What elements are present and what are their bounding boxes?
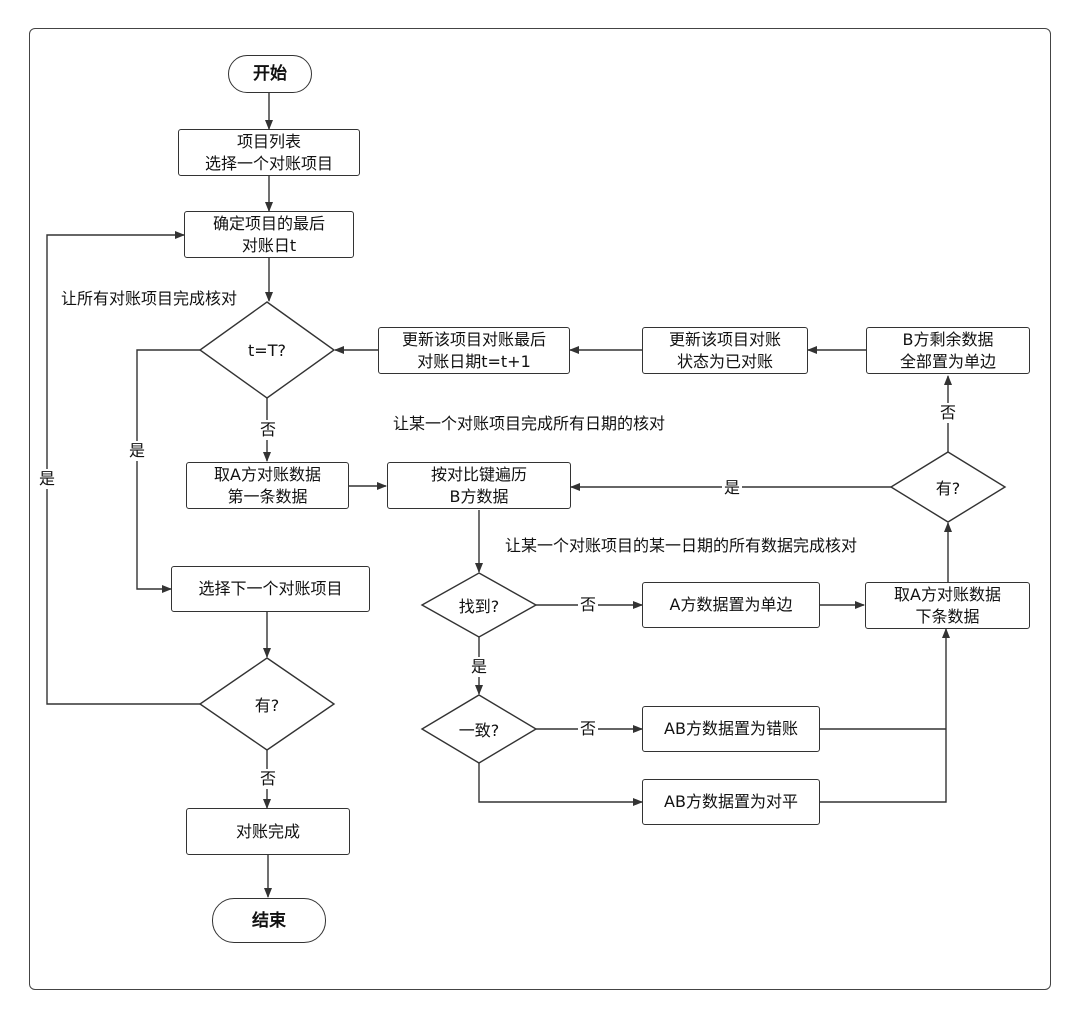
label-yes-has-next: 是 xyxy=(722,478,743,498)
a-single-box: A方数据置为单边 xyxy=(642,582,820,628)
edge-consistent-to-abbalanced xyxy=(478,763,643,806)
ab-error-box: AB方数据置为错账 xyxy=(642,706,820,752)
decision-t-eq-T-label: t=T? xyxy=(248,340,286,360)
take-a-next-box: 取A方对账数据 下条数据 xyxy=(865,582,1030,629)
reconcile-done-box: 对账完成 xyxy=(186,808,350,855)
edge-abbalanced-to-takenext xyxy=(820,628,950,803)
decision-has-project-label: 有? xyxy=(254,696,280,715)
label-no-has-next: 否 xyxy=(938,403,959,423)
decision-found-label: 找到? xyxy=(458,597,500,616)
label-no-consistent: 否 xyxy=(578,719,599,739)
label-no-has-project: 否 xyxy=(258,769,279,789)
note-all-projects: 让所有对账项目完成核对 xyxy=(61,289,238,308)
edge-decision-yes-to-next-project xyxy=(136,349,200,593)
decision-consistent-label: 一致? xyxy=(458,721,500,740)
ab-balanced-box: AB方数据置为对平 xyxy=(642,779,820,825)
label-no-tT: 否 xyxy=(258,420,279,440)
project-list-box: 项目列表 选择一个对账项目 xyxy=(178,129,360,176)
take-a-first-box: 取A方对账数据 第一条数据 xyxy=(186,462,349,509)
update-last-date-box: 更新该项目对账最后 对账日期t=t+1 xyxy=(378,327,570,374)
start-terminal: 开始 xyxy=(228,55,312,93)
select-next-project-box: 选择下一个对账项目 xyxy=(171,566,370,612)
note-all-data: 让某一个对账项目的某一日期的所有数据完成核对 xyxy=(505,536,858,555)
diagram-frame xyxy=(29,28,1051,990)
label-yes-found: 是 xyxy=(469,657,490,677)
label-yes-has-project: 是 xyxy=(37,469,58,489)
note-all-dates: 让某一个对账项目完成所有日期的核对 xyxy=(393,414,666,433)
end-terminal: 结束 xyxy=(212,898,326,943)
determine-last-date-box: 确定项目的最后 对账日t xyxy=(184,211,354,258)
update-status-box: 更新该项目对账 状态为已对账 xyxy=(642,327,808,374)
traverse-b-box: 按对比键遍历 B方数据 xyxy=(387,462,571,509)
b-remaining-single-box: B方剩余数据 全部置为单边 xyxy=(866,327,1030,374)
label-yes-tT: 是 xyxy=(127,441,148,461)
decision-has-next-a-label: 有? xyxy=(935,479,961,498)
label-no-found: 否 xyxy=(578,595,599,615)
